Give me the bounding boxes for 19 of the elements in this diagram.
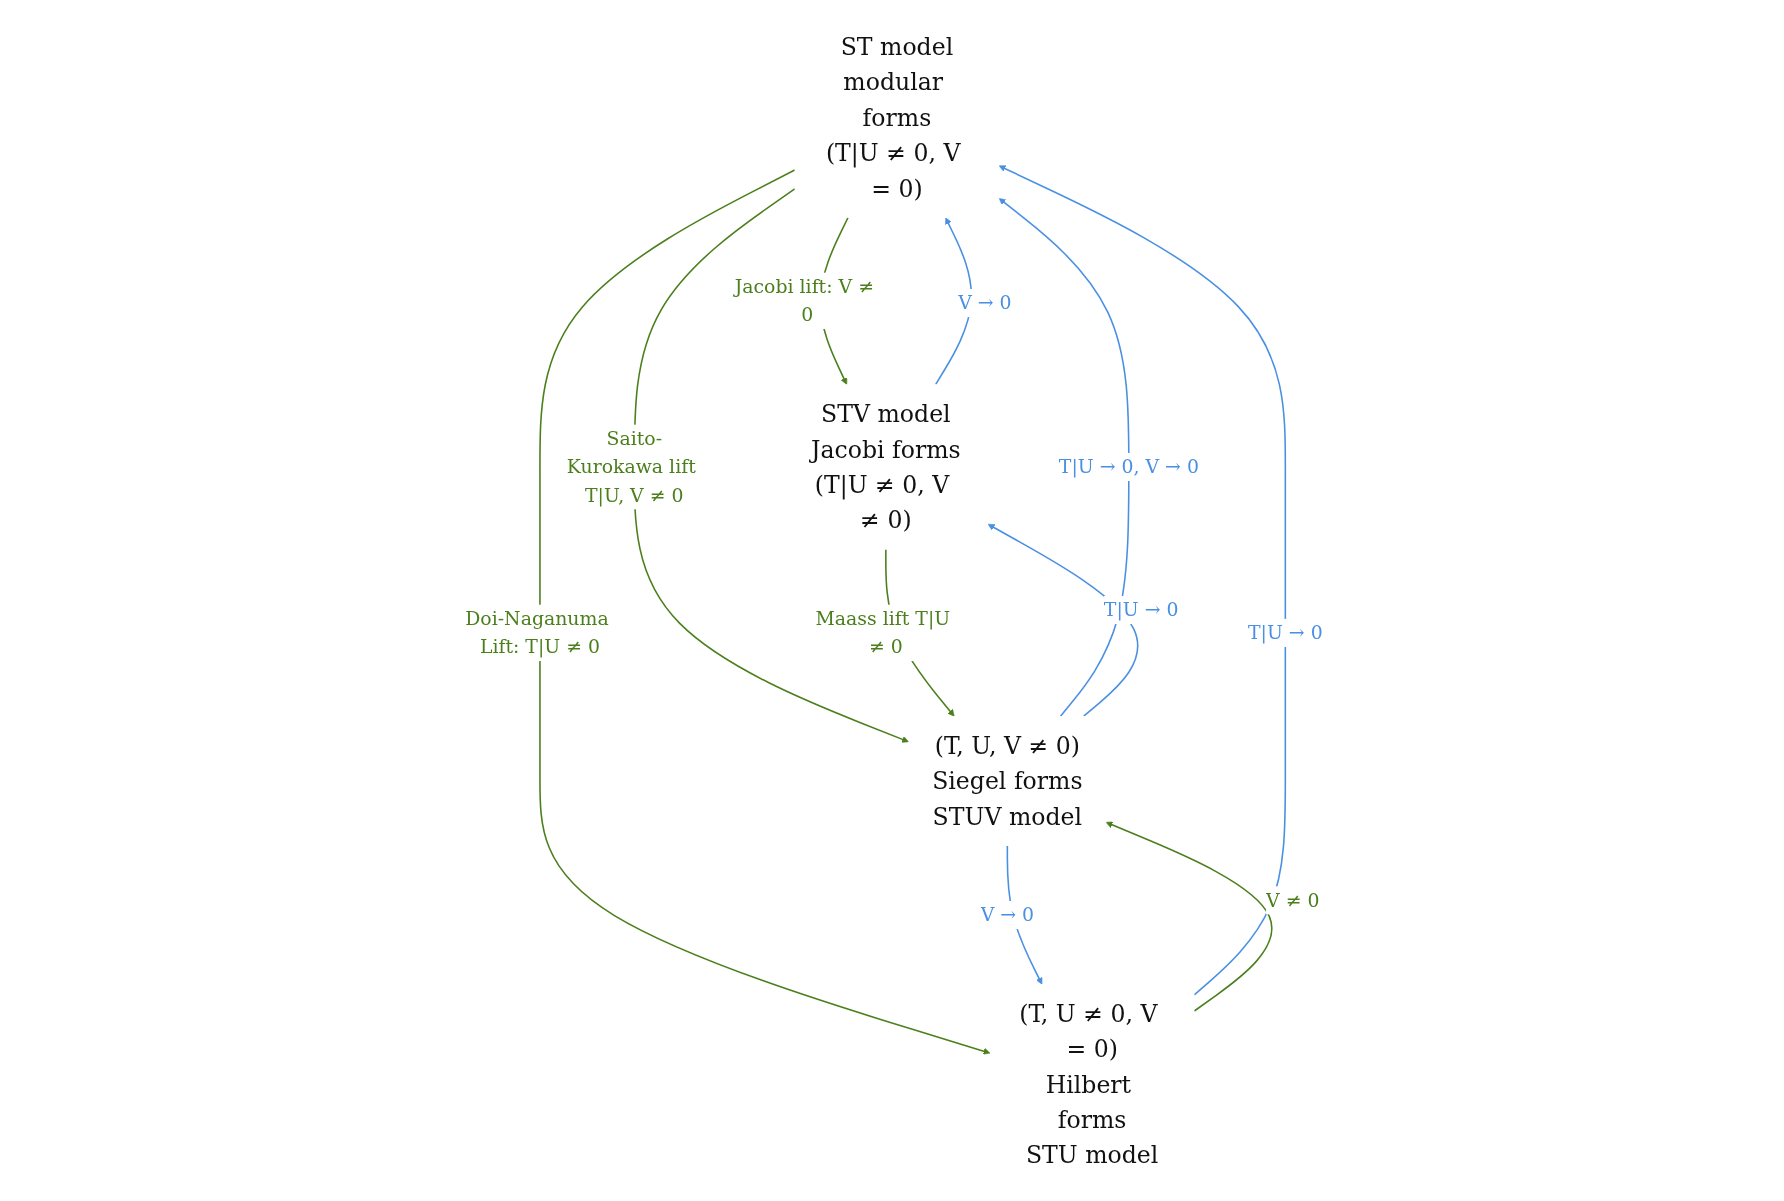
edge-label: V → 0 bbox=[958, 291, 1012, 314]
arrow bbox=[539, 168, 991, 1055]
edge-label: T|U → 0, V → 0 bbox=[1058, 455, 1199, 478]
node-text: ST model modular forms (T|U ≠ 0, V = 0) bbox=[825, 32, 961, 202]
arrow bbox=[633, 187, 909, 743]
arrow bbox=[998, 197, 1130, 717]
edge-label: Saito-Kurokawa lift T|U, V ≠ 0 bbox=[566, 427, 696, 506]
edge-label: Maass lift T|U ≠ 0 bbox=[815, 607, 951, 658]
edge-label: Doi-Naganuma Lift: T|U ≠ 0 bbox=[465, 607, 609, 658]
node-text: (T, U, V ≠ 0) Siegel forms STUV model bbox=[932, 731, 1083, 830]
edge-label: T|U → 0 bbox=[1103, 598, 1179, 621]
edge-label: T|U → 0 bbox=[1248, 621, 1323, 644]
edge-label: V ≠ 0 bbox=[1266, 888, 1320, 911]
node-text: STV model Jacobi forms (T|U ≠ 0, V ≠ 0) bbox=[810, 399, 961, 534]
arrow bbox=[998, 164, 1287, 996]
edge-label: Jacobi lift: V ≠ 0 bbox=[734, 275, 874, 326]
edge-label: V → 0 bbox=[980, 903, 1035, 926]
arrow bbox=[1105, 821, 1273, 1012]
node-text: (T, U ≠ 0, V = 0) Hilbert forms STU model bbox=[1019, 999, 1159, 1169]
